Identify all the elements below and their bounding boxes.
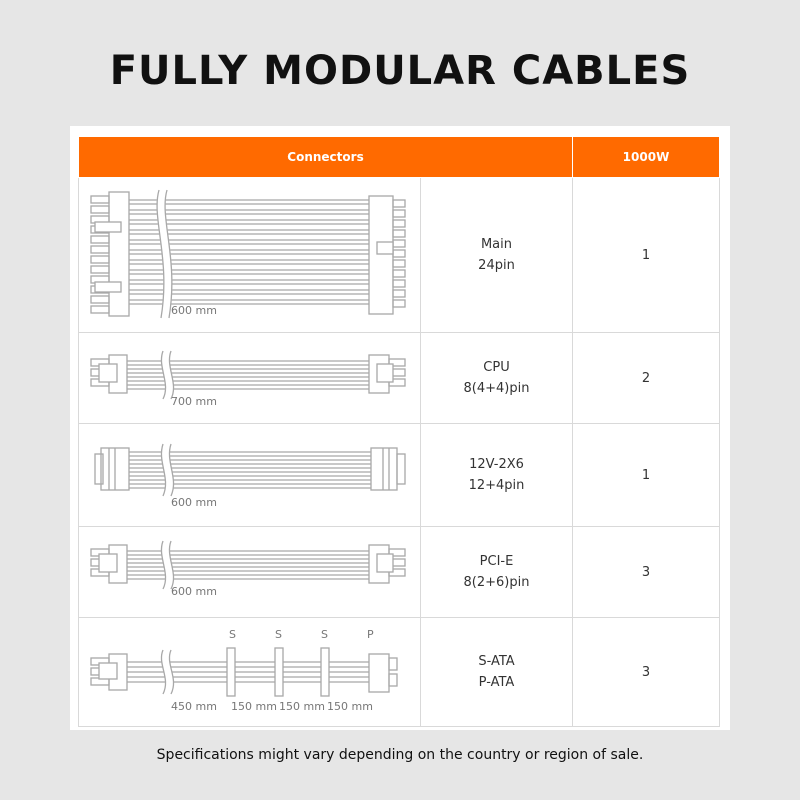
table-row: 600 mm Main 24pin 1 <box>78 177 720 333</box>
connector-name: CPU <box>483 360 510 375</box>
cable-image-cell: 600 mm <box>78 526 421 618</box>
connector-name-cell: S-ATA P-ATA <box>420 617 573 727</box>
cable-length-label: 600 mm <box>171 585 217 598</box>
connector-type-label: S <box>321 628 328 641</box>
cable-length-label: 700 mm <box>171 395 217 408</box>
connector-name-cell: 12V-2X6 12+4pin <box>420 423 573 527</box>
cpu-8pin-cable-icon <box>90 349 406 401</box>
cable-image-cell: 700 mm <box>78 332 421 424</box>
table-header-row: Connectors 1000W <box>78 136 720 178</box>
cable-image-cell: 600 mm <box>78 177 421 333</box>
connector-pins: 12+4pin <box>468 478 525 493</box>
quantity-cell: 2 <box>572 332 720 424</box>
header-1000w: 1000W <box>572 136 720 178</box>
12v-2x6-cable-icon <box>94 442 406 498</box>
connector-type-label: S <box>229 628 236 641</box>
footnote: Specifications might vary depending on t… <box>156 747 644 763</box>
spec-table: Connectors 1000W <box>78 136 720 727</box>
quantity-cell: 3 <box>572 617 720 727</box>
connector-pins: 8(4+4)pin <box>463 381 530 396</box>
connector-pins: 8(2+6)pin <box>463 575 530 590</box>
table-row: 600 mm PCI-E 8(2+6)pin 3 <box>78 526 720 618</box>
connector-type-label: P <box>367 628 374 641</box>
cable-length-label: 450 mm <box>171 700 217 713</box>
atx-24pin-cable-icon <box>90 188 406 319</box>
connector-pins: P-ATA <box>478 675 515 690</box>
cable-image-cell: S S S P 450 mm 150 mm 150 mm 150 mm <box>78 617 421 727</box>
pcie-8pin-cable-icon <box>90 539 406 591</box>
quantity-cell: 1 <box>572 423 720 527</box>
cable-image-cell: 600 mm <box>78 423 421 527</box>
connector-name-cell: CPU 8(4+4)pin <box>420 332 573 424</box>
page-title: FULLY MODULAR CABLES <box>109 48 691 94</box>
connector-name: Main <box>480 237 513 252</box>
connector-type-label: S <box>275 628 282 641</box>
header-connectors: Connectors <box>78 136 573 178</box>
cable-length-label: 600 mm <box>171 496 217 509</box>
quantity-cell: 1 <box>572 177 720 333</box>
quantity-cell: 3 <box>572 526 720 618</box>
sata-cable-icon <box>90 647 398 697</box>
connector-name: PCI-E <box>479 554 514 569</box>
connector-name: 12V-2X6 <box>469 457 524 472</box>
cable-length-label: 600 mm <box>171 304 217 317</box>
table-row: 600 mm 12V-2X6 12+4pin 1 <box>78 423 720 527</box>
connector-name-cell: PCI-E 8(2+6)pin <box>420 526 573 618</box>
cable-length-label: 150 mm <box>327 700 373 713</box>
table-row: 700 mm CPU 8(4+4)pin 2 <box>78 332 720 424</box>
table-row: S S S P 450 mm 150 mm 150 mm 150 mm S-AT… <box>78 617 720 727</box>
connector-name: S-ATA <box>478 654 515 669</box>
cable-length-label: 150 mm <box>231 700 277 713</box>
connector-pins: 24pin <box>478 258 515 273</box>
connector-name-cell: Main 24pin <box>420 177 573 333</box>
spec-panel: Connectors 1000W <box>70 126 730 730</box>
cable-length-label: 150 mm <box>279 700 325 713</box>
